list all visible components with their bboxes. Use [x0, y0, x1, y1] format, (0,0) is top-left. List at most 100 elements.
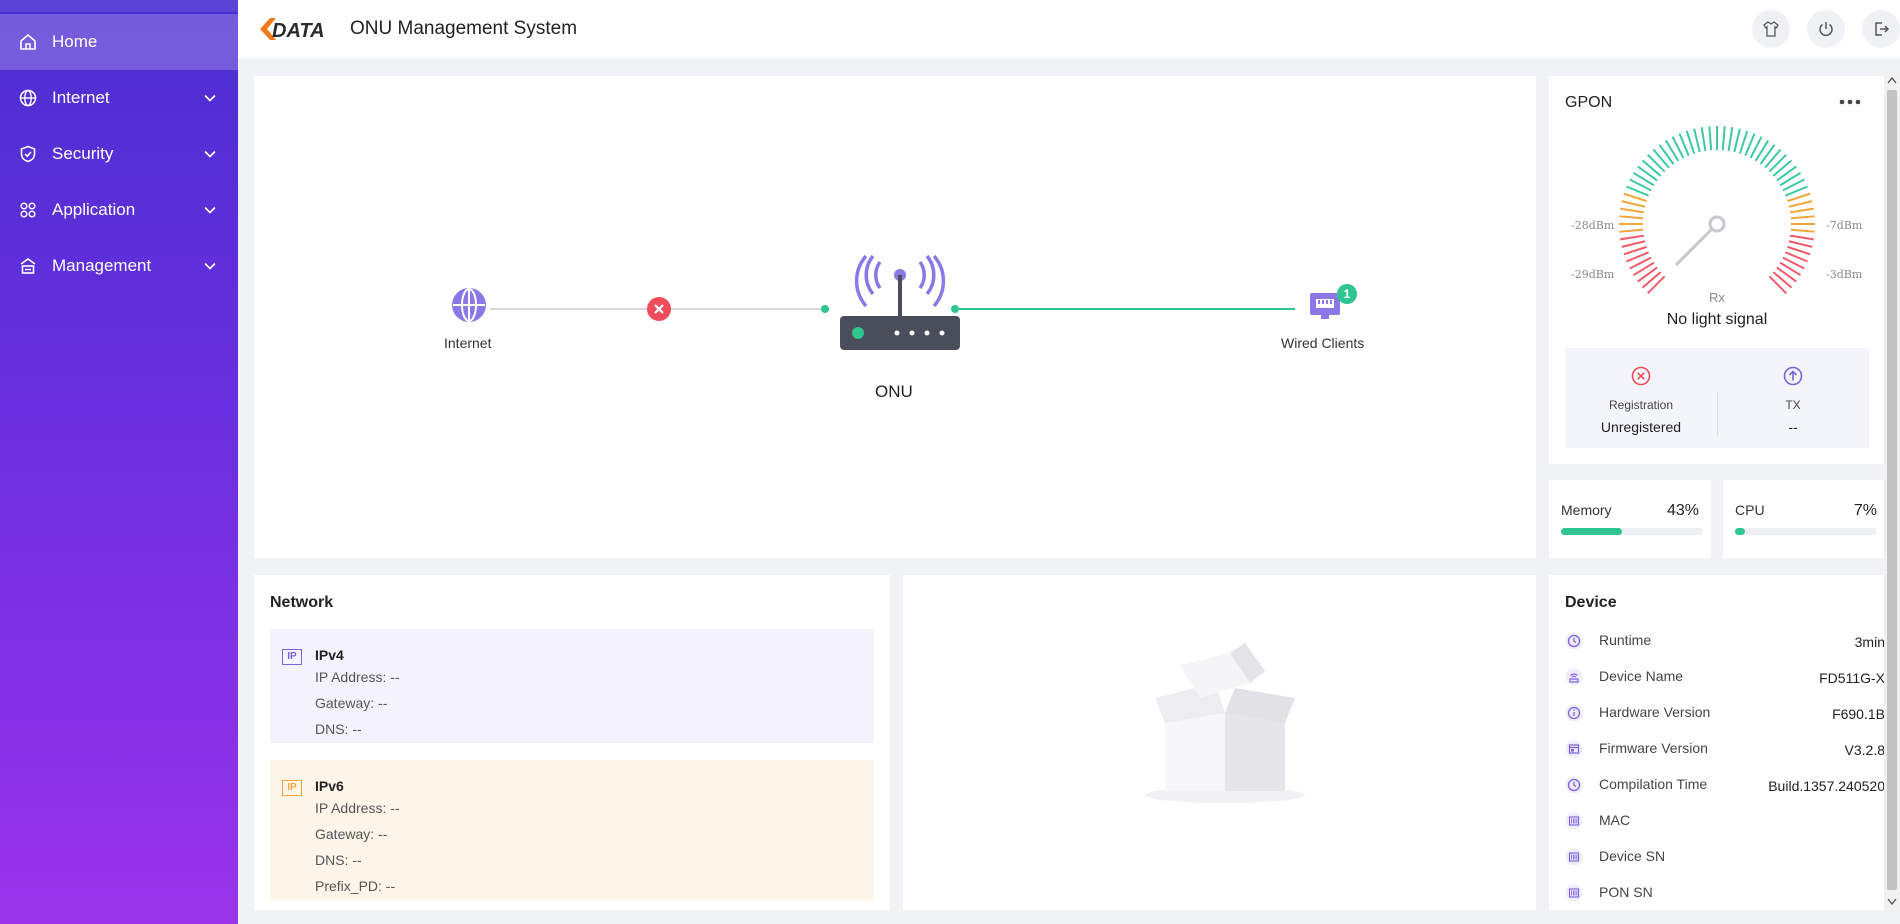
memory-label: Memory: [1561, 502, 1612, 518]
more-icon[interactable]: [1839, 98, 1861, 106]
network-card: Network IP IPv4 IP Address: -- Gateway: …: [254, 575, 890, 910]
wired-clients-count-badge: 1: [1337, 284, 1357, 304]
gauge-tick: [1619, 215, 1644, 220]
gauge-tick: [1776, 266, 1797, 283]
onu-router-icon[interactable]: [835, 252, 965, 352]
onu-label: ONU: [875, 382, 913, 401]
firmware-icon: [1565, 740, 1583, 758]
apps-icon: [20, 202, 36, 218]
gauge-tick: [1641, 159, 1662, 177]
device-field-value: FD511G-X: [1819, 670, 1885, 686]
gpon-card: GPON -28dBm -29dBm -7dBm -3dBm Rx No lig…: [1549, 76, 1885, 464]
memory-card: Memory 43%: [1549, 480, 1711, 558]
ipv6-badge-icon: IP: [282, 780, 302, 796]
internet-globe-icon[interactable]: [451, 287, 487, 323]
barcode-icon: [1565, 884, 1583, 902]
sidebar-item-home[interactable]: Home: [0, 14, 238, 70]
gauge-tick: [1693, 128, 1701, 153]
gauge-tick: [1623, 192, 1647, 203]
wired-clients-icon[interactable]: [1308, 290, 1344, 322]
divider: [1717, 392, 1718, 436]
sidebar-item-label: Internet: [52, 88, 110, 107]
gauge-tick: [1619, 228, 1644, 233]
shield-icon: [20, 145, 36, 163]
gauge-tick: [1790, 215, 1815, 220]
cpu-bar-fill: [1735, 528, 1745, 535]
gauge-tick: [1708, 126, 1713, 151]
gauge-tick: [1658, 144, 1675, 165]
device-row-firmware-version: Firmware Version V3.2.8: [1565, 736, 1885, 772]
gauge-tick: [1721, 126, 1726, 151]
globe-icon: [19, 89, 37, 107]
gauge-tick: [1646, 153, 1666, 173]
memory-bar-track: [1561, 528, 1703, 535]
gauge-tick: [1784, 251, 1808, 263]
internet-label: Internet: [444, 335, 492, 351]
gauge-tick: [1789, 234, 1814, 241]
gauge-tick: [1621, 240, 1646, 248]
device-row-mac: MAC: [1565, 808, 1885, 844]
device-field-value: 3min: [1854, 634, 1885, 650]
memory-bar-fill: [1561, 528, 1623, 535]
gpon-title: GPON: [1565, 94, 1613, 111]
gauge-tick: [1788, 200, 1813, 208]
theme-shirt-icon: [1763, 21, 1779, 37]
gauge-tick: [1626, 251, 1650, 263]
device-row-device-name: Device Name FD511G-X: [1565, 664, 1885, 700]
scroll-down-icon[interactable]: [1887, 898, 1897, 906]
device-row-pon-sn: PON SN: [1565, 880, 1885, 910]
ipv6-block: IP IPv6 IP Address: -- Gateway: -- DNS: …: [270, 760, 874, 900]
cpu-label: CPU: [1735, 502, 1765, 518]
gauge-tick: [1620, 207, 1645, 214]
gauge-tick: [1727, 127, 1734, 152]
page-scrollbar[interactable]: [1884, 72, 1900, 912]
power-icon: [1819, 22, 1833, 37]
registration-value: Unregistered: [1600, 419, 1682, 435]
rx-label: Rx: [1709, 290, 1725, 305]
network-title: Network: [270, 594, 334, 611]
device-title: Device: [1565, 594, 1617, 611]
ipv6-gateway: Gateway: --: [315, 826, 388, 842]
gauge-tick: [1637, 165, 1658, 182]
tx-label: TX: [1785, 398, 1801, 412]
gauge-tick: [1671, 136, 1685, 159]
scrollbar-thumb[interactable]: [1887, 90, 1897, 890]
sidebar-item-application[interactable]: Application: [0, 182, 238, 238]
gauge-tick: [1652, 148, 1670, 169]
gauge-tick: [1754, 139, 1770, 162]
ipv4-title: IPv4: [315, 647, 344, 663]
barcode-icon: [1565, 812, 1583, 830]
gauge-tick: [1621, 200, 1646, 208]
brand-logo: DATA: [260, 18, 325, 42]
gauge-tick: [1787, 245, 1811, 256]
sidebar-item-label: Application: [52, 200, 136, 219]
device-field-value: V3.2.8: [1844, 742, 1885, 758]
ipv6-prefix-pd: Prefix_PD: --: [315, 878, 396, 894]
ipv6-dns: DNS: --: [315, 852, 362, 868]
gauge-tick: [1776, 165, 1797, 182]
gauge-label-right-top: -7dBm: [1826, 219, 1863, 232]
theme-button[interactable]: [1752, 10, 1790, 48]
cpu-value: 7%: [1853, 502, 1877, 519]
signal-status: No light signal: [1666, 311, 1768, 328]
gauge-tick: [1733, 128, 1741, 153]
scroll-up-icon[interactable]: [1887, 76, 1897, 84]
gauge-tick: [1759, 144, 1776, 165]
chevron-down-icon: [204, 262, 216, 270]
chevron-down-icon: [204, 150, 216, 158]
wired-clients-label: Wired Clients: [1281, 335, 1365, 351]
device-field-name: Runtime: [1599, 632, 1652, 648]
ipv6-ip-address: IP Address: --: [315, 800, 400, 816]
clock-icon: [1565, 776, 1583, 794]
sidebar-item-security[interactable]: Security: [0, 126, 238, 182]
sidebar-item-management[interactable]: Management: [0, 238, 238, 294]
chevron-down-icon: [204, 94, 216, 102]
logout-button[interactable]: [1862, 10, 1900, 48]
device-field-name: Compilation Time: [1599, 776, 1708, 792]
gauge-tick: [1738, 130, 1749, 154]
sidebar-item-internet[interactable]: Internet: [0, 70, 238, 126]
gauge-tick: [1789, 207, 1814, 214]
logout-icon: [1875, 22, 1890, 36]
device-field-value: F690.1B: [1832, 706, 1885, 722]
power-button[interactable]: [1807, 10, 1845, 48]
